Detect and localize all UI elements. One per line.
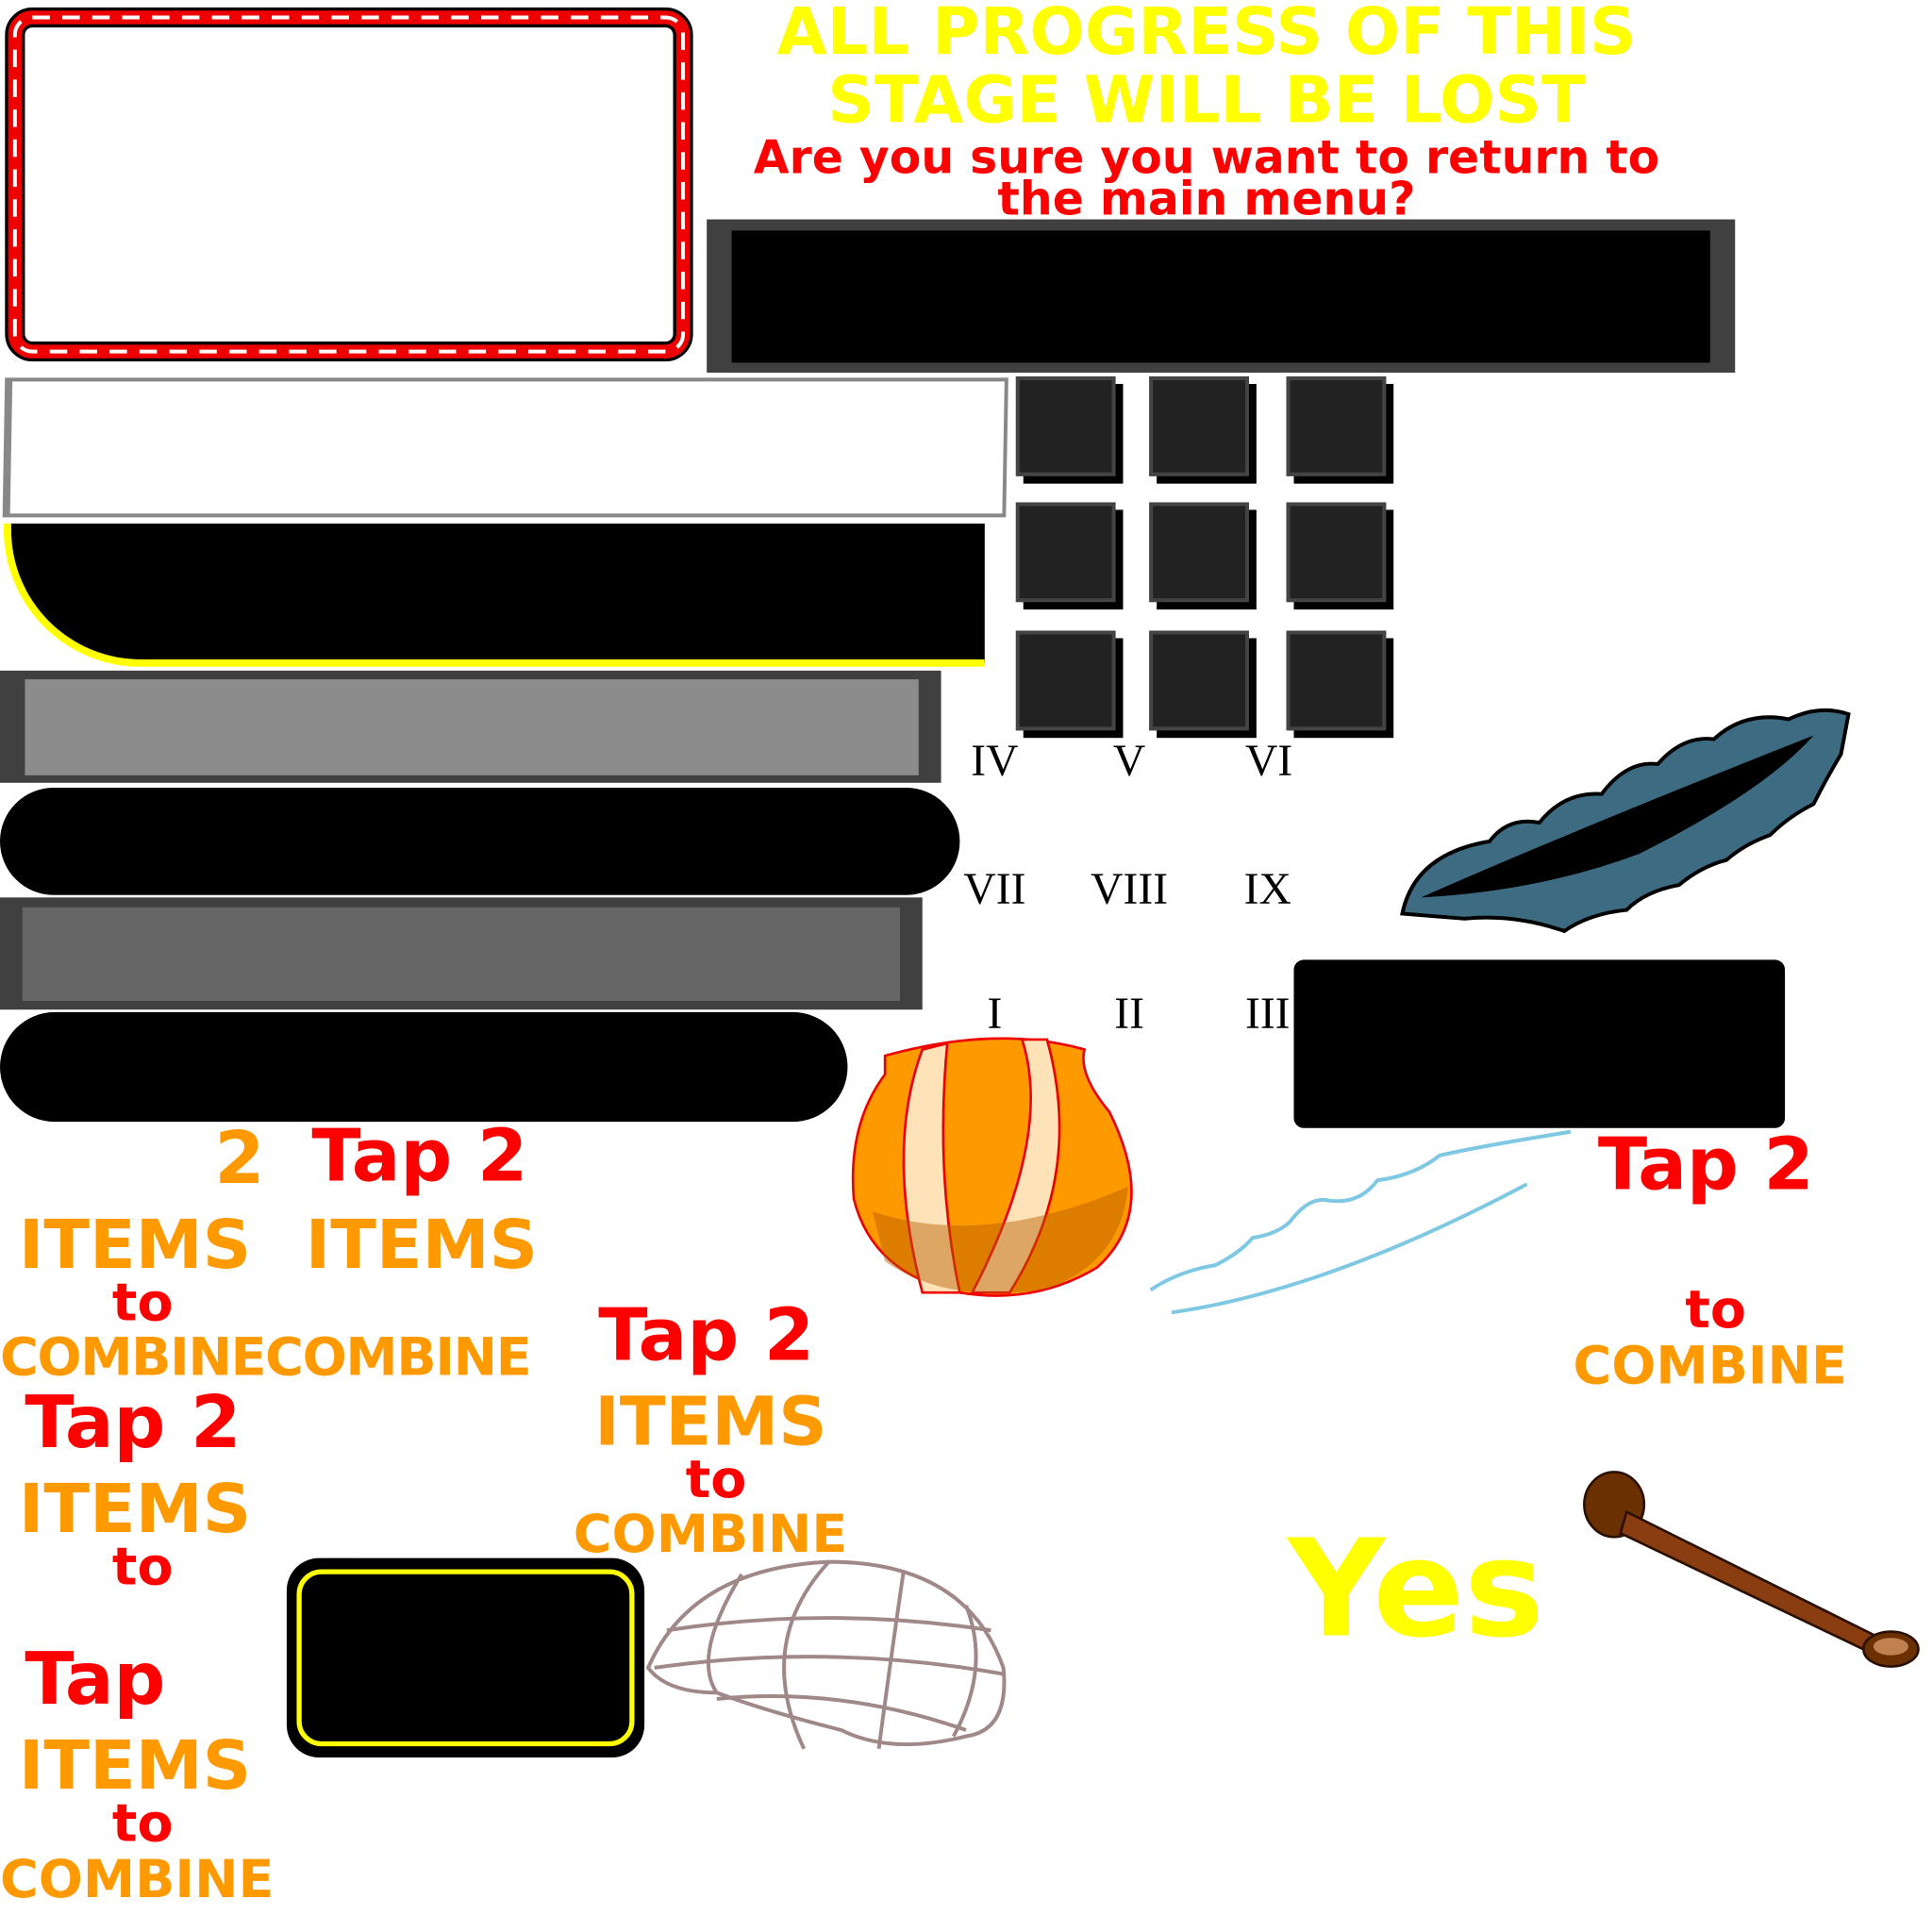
numeral-vii: VII — [963, 863, 1026, 914]
black-banner — [3, 523, 985, 667]
rope-frame — [5, 7, 693, 362]
hint-combine: COMBINE — [1573, 1335, 1847, 1396]
yes-button[interactable] — [286, 1557, 645, 1758]
numeral-iv: IV — [971, 735, 1019, 786]
question-line-2: the main menu? — [997, 172, 1416, 226]
hint-items: ITEMS — [305, 1205, 539, 1284]
hint-tap: Tap — [25, 1636, 166, 1722]
wooden-spoon-icon — [1583, 1471, 1920, 1668]
level-slot[interactable] — [1286, 376, 1387, 476]
black-pill-button-small[interactable] — [0, 1011, 848, 1123]
button-light-gray[interactable] — [0, 670, 941, 783]
level-slot[interactable] — [1149, 376, 1249, 476]
hint-combine: COMBINE — [0, 1848, 275, 1910]
hint-tap: Tap 2 — [311, 1112, 528, 1198]
dialog-panel — [707, 219, 1736, 374]
black-panel — [1293, 959, 1786, 1128]
numeral-v: V — [1112, 735, 1146, 786]
yes-button-label[interactable]: Yes — [1287, 1511, 1544, 1668]
warning-line-2: STAGE WILL BE LOST — [827, 63, 1586, 139]
hint-two: 2 — [214, 1115, 265, 1201]
hint-items: ITEMS — [18, 1205, 252, 1284]
numeral-vi: VI — [1244, 735, 1293, 786]
hint-to: to — [111, 1792, 174, 1854]
hint-items: ITEMS — [18, 1726, 252, 1806]
hint-tap: Tap 2 — [25, 1379, 242, 1465]
hint-to: to — [685, 1448, 747, 1510]
white-banner — [2, 377, 1008, 518]
hint-items: ITEMS — [594, 1382, 827, 1461]
hint-combine: COMBINECOMBINE — [0, 1325, 532, 1388]
warning-line-1: ALL PROGRESS OF THIS — [776, 0, 1637, 70]
yes-button-border — [296, 1569, 635, 1747]
level-slot[interactable] — [1015, 502, 1116, 603]
hint-to: to — [111, 1271, 174, 1333]
hint-to: to — [1685, 1278, 1747, 1341]
level-slot[interactable] — [1015, 630, 1116, 731]
numeral-viii: VIII — [1091, 863, 1169, 914]
level-slot[interactable] — [1149, 502, 1249, 603]
button-dark-gray[interactable] — [0, 897, 923, 1010]
level-slot[interactable] — [1286, 502, 1387, 603]
level-slot[interactable] — [1286, 630, 1387, 731]
question-line-1: Are you sure you want to return to — [753, 130, 1660, 185]
numeral-ix: IX — [1243, 863, 1291, 914]
hint-tap: Tap 2 — [598, 1292, 815, 1378]
hint-combine: COMBINE — [573, 1503, 848, 1565]
leaf-icon — [1400, 708, 1851, 934]
numeral-iii: III — [1244, 988, 1291, 1039]
dialog-panel-inner — [731, 230, 1710, 363]
hint-tap: Tap 2 — [1597, 1122, 1814, 1208]
numeral-ii: II — [1114, 988, 1144, 1039]
button-dark-gray-inner — [22, 907, 900, 1002]
level-slot[interactable] — [1149, 630, 1249, 731]
orange-pot-icon — [851, 1037, 1133, 1297]
numeral-i: I — [987, 988, 1003, 1039]
net-icon — [645, 1559, 1007, 1750]
button-light-gray-inner — [25, 679, 919, 775]
level-slot[interactable] — [1015, 376, 1116, 476]
black-pill-button[interactable] — [0, 788, 960, 895]
hint-items: ITEMS — [18, 1469, 252, 1549]
hint-to: to — [111, 1535, 174, 1597]
wind-wisp-icon — [1149, 1129, 1572, 1315]
